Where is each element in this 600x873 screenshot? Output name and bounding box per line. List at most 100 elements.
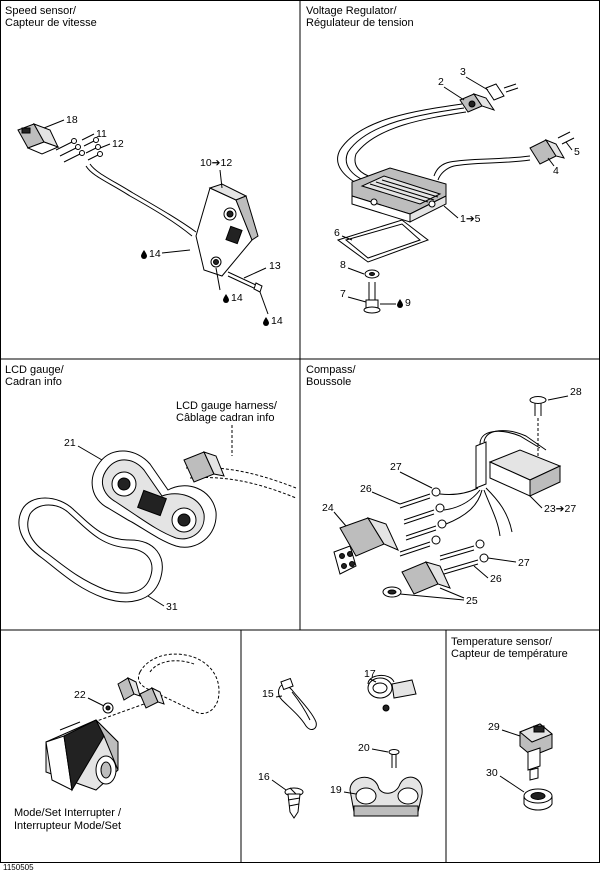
callout-14: 14 xyxy=(271,315,283,327)
callout-31: 31 xyxy=(166,601,178,613)
lcd-gauge-harness-label-en: LCD gauge harness/ xyxy=(176,400,278,412)
callout-6: 6 xyxy=(334,227,340,239)
callout-29: 29 xyxy=(488,721,500,733)
lubricant-drop-icon xyxy=(223,294,229,303)
callout-12: 12 xyxy=(112,138,124,150)
compass-panel: Compass/ Boussole xyxy=(306,364,582,607)
lubricant-drop-icon xyxy=(263,317,269,326)
mode-set-switch-housing xyxy=(45,719,119,792)
callout-14: 14 xyxy=(149,248,161,260)
speed-sensor-title-fr: Capteur de vitesse xyxy=(5,17,97,29)
compass-title-en: Compass/ xyxy=(306,364,356,376)
lcd-gauge-bezel xyxy=(18,497,163,603)
regulator-wires xyxy=(337,103,531,187)
regulator-body xyxy=(351,167,447,223)
callout-20: 20 xyxy=(358,742,370,754)
voltage-regulator-panel: Voltage Regulator/ Régulateur de tension xyxy=(306,5,580,314)
voltage-regulator-title-en: Voltage Regulator/ xyxy=(306,5,397,17)
callout-3: 3 xyxy=(460,66,466,78)
lcd-gauge-title-en: LCD gauge/ xyxy=(5,364,65,376)
speed-sensor-body xyxy=(195,183,259,277)
lcd-gauge-harness-label-fr: Câblage cadran info xyxy=(176,412,274,424)
regulator-connector-c xyxy=(529,131,575,165)
mode-set-buttons xyxy=(102,676,165,714)
callout-26: 26 xyxy=(490,573,502,585)
double-clamp xyxy=(349,776,423,817)
callout-9: 9 xyxy=(405,297,411,309)
callout-19: 19 xyxy=(330,784,342,796)
compass-title-fr: Boussole xyxy=(306,376,351,388)
lcd-gauge-callouts: 21 31 xyxy=(64,437,178,613)
callout-2: 2 xyxy=(438,76,444,88)
speed-sensor-title-en: Speed sensor/ xyxy=(5,5,77,17)
regulator-plug-b xyxy=(485,83,519,101)
callout-5: 5 xyxy=(574,146,580,158)
mode-set-title-fr: Interrupteur Mode/Set xyxy=(14,820,121,832)
regulator-bolt xyxy=(363,282,381,314)
speed-sensor-panel: Speed sensor/ Capteur de vitesse xyxy=(5,5,283,327)
temperature-sensor-body xyxy=(519,723,553,781)
regulator-washer xyxy=(364,269,380,279)
callout-22: 22 xyxy=(74,689,86,701)
temperature-sensor-title-en: Temperature sensor/ xyxy=(451,636,553,648)
lubricant-drop-icon xyxy=(397,299,403,308)
compass-connector-4way xyxy=(333,517,399,575)
callout-16: 16 xyxy=(258,771,270,783)
mode-set-panel: 22 Mode/Set Interrupter / Interrupteur M… xyxy=(14,653,220,832)
compass-screw xyxy=(529,396,547,460)
callout-13: 13 xyxy=(269,260,281,272)
callout-17: 17 xyxy=(364,668,376,680)
mode-set-callouts: 22 xyxy=(74,689,105,707)
compass-module xyxy=(475,441,562,497)
callout-26: 26 xyxy=(360,483,372,495)
callout-1-5: 1➔5 xyxy=(460,213,481,225)
regulator-gasket xyxy=(336,219,430,263)
lcd-gauge-housing xyxy=(91,450,217,548)
callout-30: 30 xyxy=(486,767,498,779)
callout-7: 7 xyxy=(340,288,346,300)
mode-set-gauge-outline xyxy=(137,653,220,714)
lcd-gauge-panel: LCD gauge/ Cadran info LCD gauge harness… xyxy=(5,364,297,613)
speed-sensor-terminals xyxy=(55,138,85,163)
callout-21: 21 xyxy=(64,437,76,449)
mode-set-title-en: Mode/Set Interrupter / xyxy=(14,807,122,819)
fasteners-callouts: 17 15 20 16 19 xyxy=(258,668,389,796)
compass-wires xyxy=(439,430,547,537)
temperature-sensor-callouts: 29 30 xyxy=(486,721,525,793)
hose-clamp xyxy=(367,675,417,712)
speed-sensor-callouts: 18 11 12 10➔12 14 14 13 14 xyxy=(43,114,283,327)
callout-24: 24 xyxy=(322,502,334,514)
compass-terminals-upper xyxy=(399,493,437,557)
drawing-number: 1150505 xyxy=(3,863,34,872)
callout-11: 11 xyxy=(96,128,107,140)
callout-28: 28 xyxy=(570,386,582,398)
speed-sensor-screw xyxy=(227,271,263,293)
speed-sensor-wire xyxy=(85,163,197,237)
callout-25: 25 xyxy=(466,595,478,607)
compass-terminals-lower xyxy=(439,539,489,575)
callout-27: 27 xyxy=(518,557,530,569)
lcd-gauge-title-fr: Cadran info xyxy=(5,376,62,388)
callout-23-27: 23➔27 xyxy=(544,503,576,515)
small-bolt xyxy=(388,749,400,768)
callout-10-12: 10➔12 xyxy=(200,157,232,169)
tapping-screw xyxy=(284,787,304,819)
callout-8: 8 xyxy=(340,259,346,271)
compass-seals-upper xyxy=(431,487,447,545)
fasteners-panel: 17 15 20 16 19 xyxy=(258,668,423,819)
compass-callouts: 28 27 26 24 23➔27 27 26 25 xyxy=(322,386,582,607)
speed-sensor-seals xyxy=(83,137,103,161)
temperature-sensor-panel: Temperature sensor/ Capteur de températu… xyxy=(451,636,568,811)
voltage-regulator-title-fr: Régulateur de tension xyxy=(306,17,414,29)
callout-14: 14 xyxy=(231,292,243,304)
compass-connector-2way xyxy=(382,561,451,598)
callout-18: 18 xyxy=(66,114,78,126)
regulator-callouts: 2 3 5 4 1➔5 6 8 7 9 xyxy=(334,66,580,309)
speed-sensor-connector xyxy=(17,123,60,155)
callout-4: 4 xyxy=(553,165,559,177)
callout-15: 15 xyxy=(262,688,274,700)
lubricant-drop-icon xyxy=(141,250,147,259)
temperature-sensor-title-fr: Capteur de température xyxy=(451,648,568,660)
temperature-sensor-grommet xyxy=(523,788,553,811)
